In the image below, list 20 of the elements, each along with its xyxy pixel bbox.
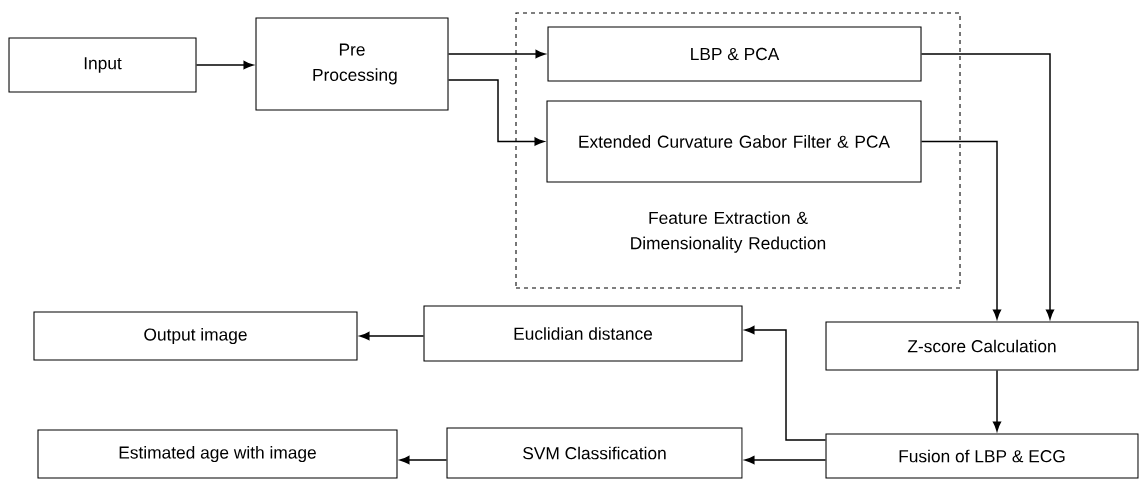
process-box: Pre Processing xyxy=(255,17,449,111)
process-box: SVM Classification xyxy=(446,427,743,479)
arrow xyxy=(399,455,448,465)
arrow xyxy=(992,369,1002,432)
arrow xyxy=(195,60,254,70)
arrow xyxy=(744,325,827,441)
process-box: Extended Curvature Gabor Filter & PCA xyxy=(546,100,922,183)
process-box: Estimated age with image xyxy=(37,429,398,479)
arrow xyxy=(447,79,545,146)
arrow xyxy=(447,49,546,59)
process-box: Euclidian distance xyxy=(423,305,743,362)
arrow xyxy=(920,53,1055,320)
arrow xyxy=(359,331,425,341)
process-box: Output image xyxy=(33,311,358,361)
process-box: Z-score Calculation xyxy=(825,321,1139,371)
process-box: Fusion of LBP & ECG xyxy=(825,433,1139,479)
process-box: LBP & PCA xyxy=(547,26,922,82)
arrow xyxy=(744,455,827,465)
arrow xyxy=(920,140,1002,320)
process-box: Input xyxy=(8,37,197,93)
